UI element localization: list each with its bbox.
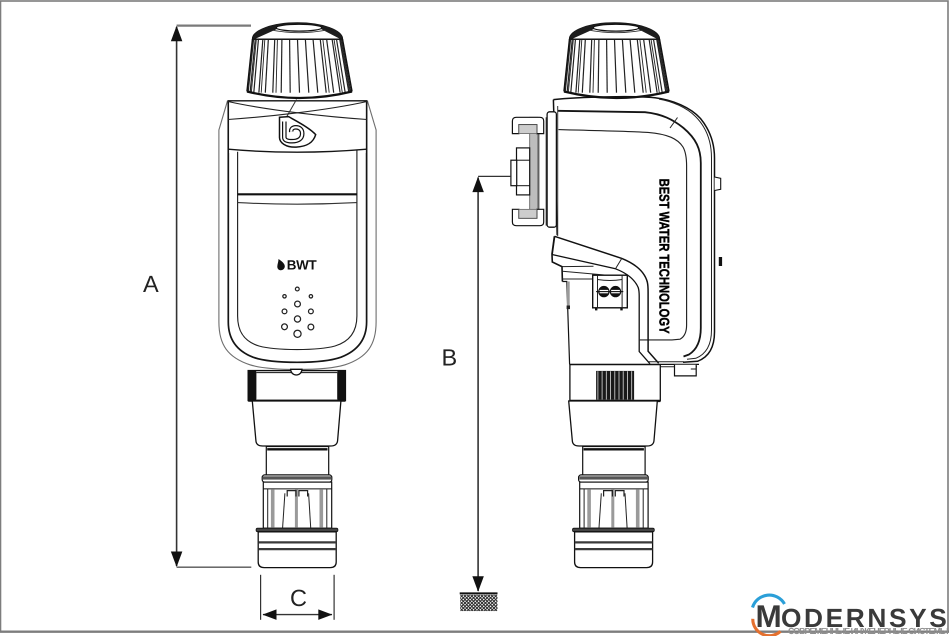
svg-text:BEST WATER TECHNOLOGY: BEST WATER TECHNOLOGY	[657, 179, 673, 335]
svg-text:C: C	[290, 585, 307, 611]
svg-text:A: A	[143, 271, 159, 297]
svg-text:B: B	[442, 345, 458, 371]
svg-text:BWT: BWT	[287, 258, 318, 273]
svg-text:M: M	[756, 598, 782, 634]
svg-text:СОВРЕМЕННЫЕ ИНЖЕНЕРНЫЕ СИСТЕМЫ: СОВРЕМЕННЫЕ ИНЖЕНЕРНЫЕ СИСТЕМЫ	[788, 626, 949, 636]
